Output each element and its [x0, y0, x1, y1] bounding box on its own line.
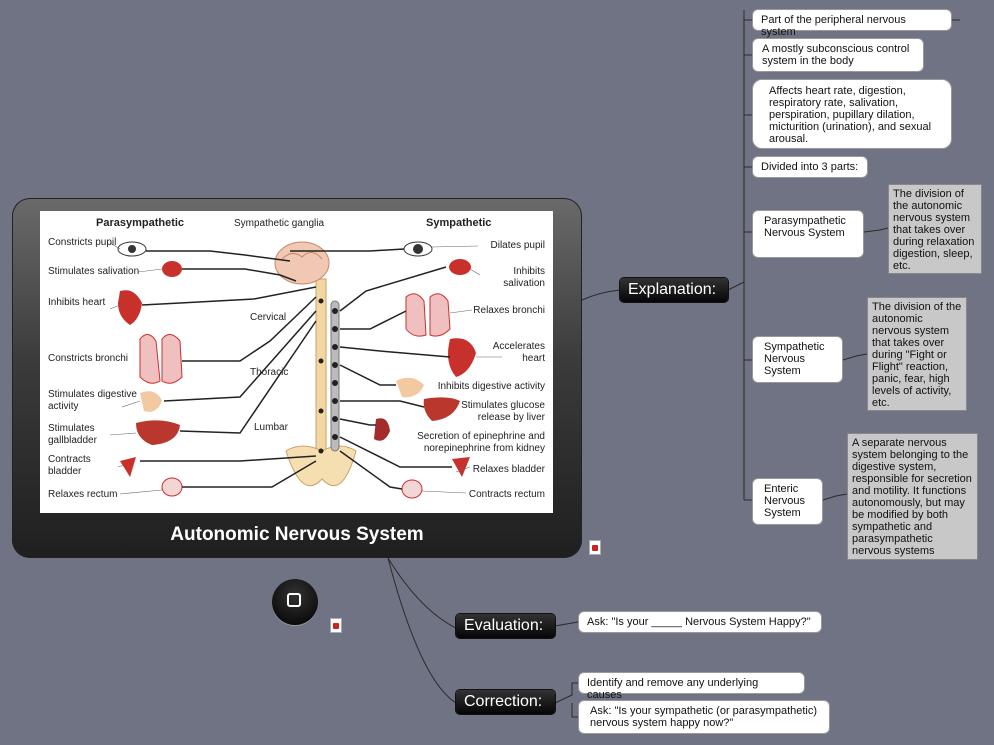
right-label: salivation [503, 278, 545, 289]
right-label: Inhibits digestive activity [437, 381, 545, 392]
left-label: Constricts bronchi [48, 353, 129, 364]
note-peripheral[interactable]: Part of the peripheral nervous system [752, 9, 952, 38]
spine-region-label: Cervical [250, 312, 287, 323]
right-label: heart [522, 353, 545, 364]
spine-region-label: Thoracic [250, 367, 289, 378]
right-label: Accelerates [492, 341, 545, 352]
diagram-drawing [109, 241, 502, 499]
right-label: Inhibits [513, 266, 545, 277]
parasympathetic-heading: Parasympathetic [96, 217, 185, 229]
note-enteric[interactable]: Enteric Nervous System [752, 478, 823, 525]
note-sympathetic[interactable]: Sympathetic Nervous System [752, 336, 843, 383]
note-affects[interactable]: Affects heart rate, digestion, respirato… [752, 79, 952, 149]
left-label: Stimulates [48, 423, 95, 434]
brain-fold [281, 252, 323, 260]
pdf-attachment-icon[interactable] [589, 540, 601, 555]
right-label: Stimulates glucose [461, 400, 545, 411]
central-topic[interactable]: Parasympathetic Sympathetic Sympathetic … [12, 198, 582, 558]
left-label: Inhibits heart [48, 297, 106, 308]
left-label: Constricts pupil [48, 237, 117, 248]
nervous-system-diagram: Parasympathetic Sympathetic Sympathetic … [40, 211, 553, 513]
left-label: Stimulates salivation [48, 266, 140, 277]
left-label: gallbladder [48, 435, 97, 446]
desc-parasympathetic[interactable]: The division of the autonomic nervous sy… [888, 184, 982, 274]
spinal-cord [315, 278, 327, 462]
pdf-attachment-icon[interactable] [330, 618, 342, 633]
left-label: Stimulates digestive [48, 389, 137, 400]
left-label: bladder [48, 466, 82, 477]
desc-enteric[interactable]: A separate nervous system belonging to t… [847, 433, 978, 560]
brain-drawing [274, 241, 330, 285]
leader-lines [109, 242, 502, 495]
ganglia-chain [330, 300, 340, 452]
nerve-paths [140, 248, 452, 490]
right-label: Dilates pupil [490, 240, 545, 251]
note-subconscious[interactable]: A mostly subconscious control system in … [752, 38, 924, 72]
left-label: Contracts [48, 454, 91, 465]
right-label: norepinephrine from kidney [423, 443, 545, 454]
right-label: Relaxes bladder [472, 464, 545, 475]
topic-correction[interactable]: Correction: [456, 690, 555, 714]
left-label: Relaxes rectum [48, 489, 118, 500]
right-label: Secretion of epinephrine and [417, 431, 545, 442]
right-label: release by liver [477, 412, 545, 423]
central-topic-title: Autonomic Nervous System [170, 524, 424, 545]
ganglia-label: Sympathetic ganglia [234, 218, 325, 229]
note-identify-causes[interactable]: Identify and remove any underlying cause… [578, 672, 805, 701]
stop-icon[interactable] [272, 579, 318, 625]
desc-sympathetic[interactable]: The division of the autonomic nervous sy… [867, 297, 967, 411]
spine-region-label: Lumbar [254, 422, 288, 433]
ganglia-nodes [318, 298, 338, 454]
topic-evaluation[interactable]: Evaluation: [456, 614, 555, 638]
right-organs [374, 241, 476, 499]
note-correction-ask[interactable]: Ask: "Is your sympathetic (or parasympat… [578, 700, 830, 734]
square-icon [287, 593, 301, 607]
pelvis-drawing [285, 445, 357, 487]
note-divided[interactable]: Divided into 3 parts: [752, 156, 868, 178]
sympathetic-heading: Sympathetic [426, 217, 492, 229]
right-label: Relaxes bronchi [473, 305, 545, 316]
note-evaluation-ask[interactable]: Ask: "Is your _____ Nervous System Happy… [578, 611, 822, 633]
left-label: activity [48, 401, 79, 412]
right-label: Contracts rectum [468, 489, 545, 500]
left-organs [117, 241, 183, 497]
topic-explanation[interactable]: Explanation: [620, 278, 728, 302]
note-parasympathetic[interactable]: Parasympathetic Nervous System [752, 210, 864, 258]
